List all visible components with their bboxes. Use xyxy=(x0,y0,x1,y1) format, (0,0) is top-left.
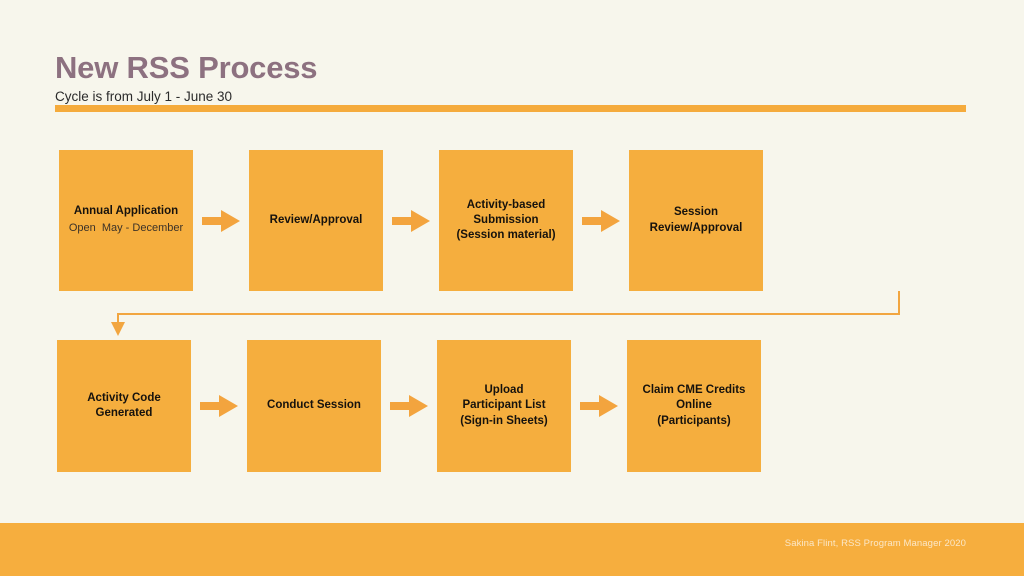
arrow-shaft xyxy=(390,402,412,410)
arrow-head xyxy=(411,209,430,232)
node-label: Conduct Session xyxy=(267,399,361,412)
node-sublabel: Open May - December xyxy=(68,221,184,234)
connector-horizontal xyxy=(117,313,900,315)
arrow-right-icon xyxy=(390,395,428,417)
arrow-head xyxy=(409,395,428,417)
arrow-shaft xyxy=(582,216,604,225)
arrow-shaft xyxy=(200,402,222,410)
process-node-review-approval[interactable]: Review/Approval xyxy=(249,150,383,291)
page-subtitle: Cycle is from July 1 - June 30 xyxy=(55,88,233,104)
arrow-down-icon xyxy=(111,322,125,336)
arrow-right-icon xyxy=(200,395,238,417)
process-node-session-review-approval[interactable]: Session Review/Approval xyxy=(629,150,763,291)
arrow-head xyxy=(599,395,618,417)
process-node-activity-based-submission[interactable]: Activity-based Submission (Session mater… xyxy=(439,150,573,291)
footer-credit: Sakina Flint, RSS Program Manager 2020 xyxy=(784,538,966,549)
footer-bar: Sakina Flint, RSS Program Manager 2020 xyxy=(0,523,1024,576)
arrow-head xyxy=(601,209,620,232)
node-label: Activity Code Generated xyxy=(87,391,161,419)
node-label: Review/Approval xyxy=(269,213,363,226)
page-title: New RSS Process xyxy=(55,50,318,85)
arrow-gap xyxy=(193,150,249,291)
arrow-right-icon xyxy=(580,395,618,417)
arrow-gap xyxy=(573,150,629,291)
process-node-conduct-session[interactable]: Conduct Session xyxy=(247,340,381,472)
arrow-head xyxy=(219,395,238,417)
slide-header: New RSS Process Cycle is from July 1 - J… xyxy=(55,50,967,105)
process-node-upload-participant-list[interactable]: Upload Participant List (Sign-in Sheets) xyxy=(437,340,571,472)
process-node-claim-cme-credits[interactable]: Claim CME Credits Online (Participants) xyxy=(627,340,761,472)
header-divider-rule xyxy=(55,105,966,112)
node-label: Session Review/Approval xyxy=(649,206,743,234)
process-node-activity-code-generated[interactable]: Activity Code Generated xyxy=(57,340,191,472)
arrow-head xyxy=(221,209,240,232)
connector-vertical-right xyxy=(898,291,900,315)
arrow-right-icon xyxy=(202,209,240,232)
arrow-shaft xyxy=(202,216,224,225)
node-label: Activity-based Submission (Session mater… xyxy=(456,198,556,242)
node-label: Upload Participant List (Sign-in Sheets) xyxy=(460,384,548,427)
arrow-gap xyxy=(571,340,627,472)
arrow-shaft xyxy=(580,402,602,410)
connector-vertical-left xyxy=(117,313,119,324)
arrow-gap xyxy=(381,340,437,472)
arrow-shaft xyxy=(392,216,414,225)
arrow-gap xyxy=(191,340,247,472)
arrow-gap xyxy=(383,150,439,291)
arrow-right-icon xyxy=(582,209,620,232)
arrow-right-icon xyxy=(392,209,430,232)
node-label: Claim CME Credits Online (Participants) xyxy=(642,384,746,427)
process-row-bottom: Activity Code Generated Conduct Session … xyxy=(57,340,761,472)
